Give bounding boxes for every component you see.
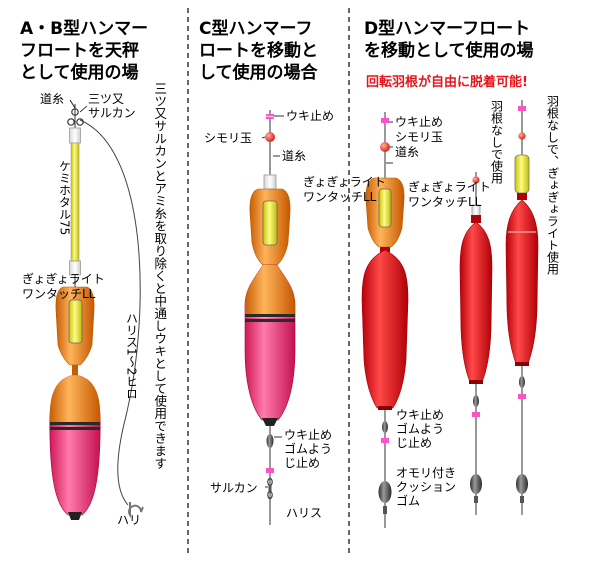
heading-section-ab: A・B型ハンマー フロートを天秤 として使用の場 (20, 19, 149, 83)
label-harisu-c: ハリス (286, 506, 323, 520)
sinker-d2 (470, 474, 482, 494)
shimori-dama-d3 (518, 132, 526, 140)
shimori-dama-d1 (380, 142, 390, 152)
gyogyo-light-c (262, 200, 278, 246)
label-note-a: 三ツ又サルカンとアミ糸を取り除くと中通しウキとして使用できます (152, 82, 168, 470)
sinker-c (266, 434, 274, 448)
label-gyogyo-light-d: ぎょぎょライト ワンタッチLL (408, 180, 491, 209)
rig-d (361, 100, 539, 528)
float-body-d2 (459, 221, 493, 383)
rig-c (244, 110, 296, 525)
label-ukidome-c-top: ウキ止め (286, 109, 335, 123)
label-ukidome-d-bottom: ウキ止め ゴムよう じ止め (396, 408, 445, 450)
neck-a (72, 365, 78, 375)
label-michiito-a: 道糸 (40, 92, 65, 106)
label-hari: ハリ (117, 513, 142, 527)
label-no-vane-2: 羽根なしで、ぎょぎょライト使用 (545, 95, 560, 275)
top-tube-c (263, 174, 277, 190)
kemihotaru-stick (70, 142, 80, 262)
sinker-d1 (378, 481, 392, 503)
gyogyo-light-d3 (514, 154, 530, 194)
ukidome-c-bottom (266, 468, 274, 473)
label-mitsumata-sarukan: 三ツ又 サルカン (88, 92, 136, 120)
label-harisu-a: ハリス1～2ヒロ (124, 312, 139, 400)
sinker-d3 (516, 474, 528, 494)
label-omori-cushion: オモリ付き クッション ゴム (396, 466, 457, 508)
label-d-top-parts: ウキ止め シモリ玉 道糸 (395, 115, 444, 159)
label-michiito-c: 道糸 (282, 149, 307, 163)
gyogyo-light-a (68, 299, 83, 344)
detachable-vane-warning: 回転羽根が自由に脱着可能! (366, 75, 528, 90)
kemihotaru-base (69, 260, 81, 276)
heading-section-d: D型ハンマーフロート を移動として使用の場 (364, 19, 534, 61)
label-shimori-dama-c: シモリ玉 (204, 131, 253, 145)
label-sarukan: サルカン (210, 481, 258, 495)
harisu-line-a (79, 119, 141, 506)
gyogyo-light-d1 (378, 188, 392, 228)
sankaku-swivel (67, 108, 84, 126)
rig-a (49, 104, 144, 520)
float-body-d3 (505, 199, 539, 365)
float-body-d1 (361, 249, 409, 409)
label-kemihotaru: ケミホタル75 (57, 160, 72, 236)
top-tube-a (69, 127, 81, 144)
shimori-dama-c (265, 132, 275, 142)
leader-lines (69, 99, 393, 488)
label-gyogyo-light-c: ぎょぎょライト ワンタッチLL (303, 175, 386, 204)
heading-section-c: C型ハンマーフ ロートを移動と して使用の場合 (199, 19, 318, 83)
sarukan-swivel (267, 477, 273, 500)
label-gyogyo-light-a: ぎょぎょライト ワンタッチLL (22, 272, 105, 301)
label-ukidome-c-bottom: ウキ止め ゴムよう じ止め (284, 428, 333, 470)
hook (128, 502, 144, 519)
label-no-vane-1: 羽根なしで使用 (489, 100, 504, 184)
shimori-dama-d2 (472, 176, 480, 184)
